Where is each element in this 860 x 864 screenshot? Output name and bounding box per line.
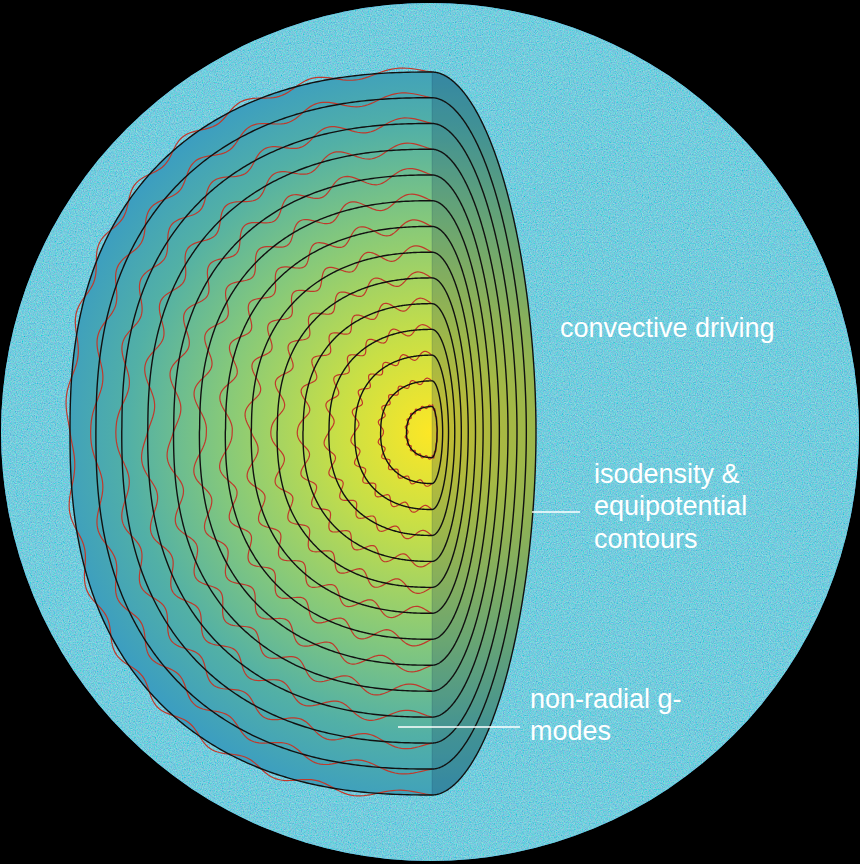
star-right-half	[432, 72, 536, 795]
isodensity-contour	[355, 355, 449, 509]
convective-driving-label: convective driving	[560, 312, 850, 344]
isodensity-contour	[303, 304, 461, 562]
isodensity-contour	[277, 278, 468, 587]
g-modes-label: non-radial g-modes	[530, 683, 700, 748]
star-right-shade	[432, 72, 536, 795]
half-divider	[432, 72, 433, 795]
g-mode-wave	[194, 194, 432, 672]
isodensity-contour	[70, 72, 536, 795]
contours-label: isodensity & equipotential contours	[594, 458, 794, 555]
star-cross-section	[66, 68, 536, 796]
g-mode-wave	[378, 378, 432, 486]
isodensity-contour	[381, 381, 443, 484]
g-mode-wave	[271, 272, 432, 593]
leader-line	[398, 726, 520, 728]
leader-line	[532, 511, 580, 513]
isodensity-contour	[251, 252, 475, 613]
g-mode-wave	[405, 405, 432, 459]
g-mode-wave	[297, 298, 432, 567]
isodensity-contour	[329, 329, 455, 535]
isodensity-contour	[96, 98, 526, 769]
isodensity-contour	[406, 407, 437, 458]
isodensity-contour	[122, 123, 517, 743]
isodensity-contour	[148, 149, 508, 717]
isodensity-contour	[199, 201, 491, 666]
isodensity-contour	[225, 226, 483, 639]
g-mode-wave	[351, 351, 432, 512]
g-mode-wave	[142, 143, 432, 720]
g-mode-wave	[245, 246, 432, 618]
isodensity-contour	[174, 175, 500, 691]
g-mode-wave	[167, 169, 432, 695]
